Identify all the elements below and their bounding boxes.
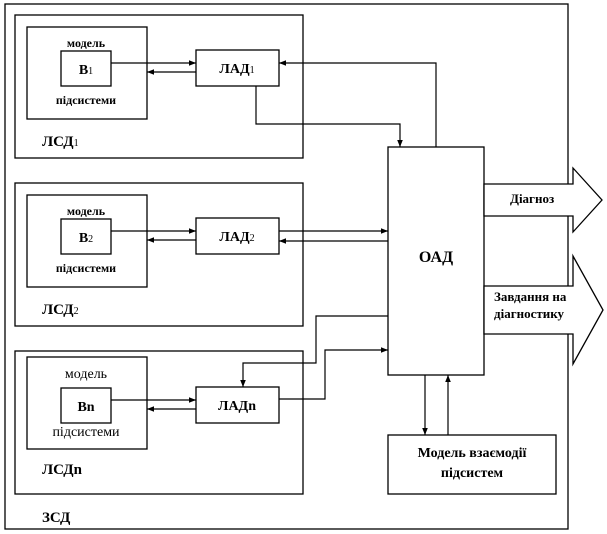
task-label-line1: Завдання на bbox=[494, 289, 567, 304]
lsd-2-label: ЛСД2 bbox=[42, 302, 79, 318]
interaction-model-line1: Модель взаємодії bbox=[418, 446, 527, 461]
outer-system-label: ЗСД bbox=[42, 510, 71, 526]
lad-2-box bbox=[195, 217, 280, 255]
lad-1-box bbox=[195, 49, 280, 87]
lad-n-label: ЛАДn bbox=[218, 399, 256, 414]
model-n-bottom-label: підсистеми bbox=[52, 425, 120, 440]
block-bn-label: Вn bbox=[77, 400, 94, 415]
lad-2-label: ЛАД2 bbox=[219, 230, 254, 245]
block-b2-label: В2 bbox=[79, 231, 93, 246]
oad-to-lad1-arrow bbox=[279, 60, 437, 147]
block-b1-label: В1 bbox=[79, 63, 93, 78]
lad-n-box bbox=[195, 386, 280, 424]
model-2-top-label: модель bbox=[67, 204, 106, 218]
oad-label: ОАД bbox=[419, 249, 453, 266]
interaction-model-line2: підсистем bbox=[441, 466, 504, 481]
block-bn bbox=[60, 387, 112, 424]
ladn-to-oad-arrow bbox=[279, 347, 388, 400]
model-1-bottom-label: підсистеми bbox=[56, 93, 116, 107]
model-1-top-label: модель bbox=[67, 36, 106, 50]
model-2-bottom-label: підсистеми bbox=[56, 261, 116, 275]
lsd-1-label: ЛСД1 bbox=[42, 134, 79, 150]
task-label-line2: діагностику bbox=[494, 306, 565, 321]
lad-1-label: ЛАД1 bbox=[219, 62, 254, 77]
block-b1 bbox=[60, 50, 112, 87]
lad1-to-oad-arrow bbox=[255, 86, 403, 147]
interaction-model-box bbox=[387, 434, 557, 495]
diagnosis-label: Діагноз bbox=[510, 191, 554, 206]
task-output-arrow bbox=[483, 253, 604, 367]
oad-to-ladn-arrow bbox=[240, 315, 388, 387]
lsd-n-label: ЛСДn bbox=[42, 462, 83, 478]
model-n-top-label: модель bbox=[65, 367, 107, 382]
diagnosis-output-arrow bbox=[483, 166, 603, 234]
block-b2 bbox=[60, 218, 112, 255]
